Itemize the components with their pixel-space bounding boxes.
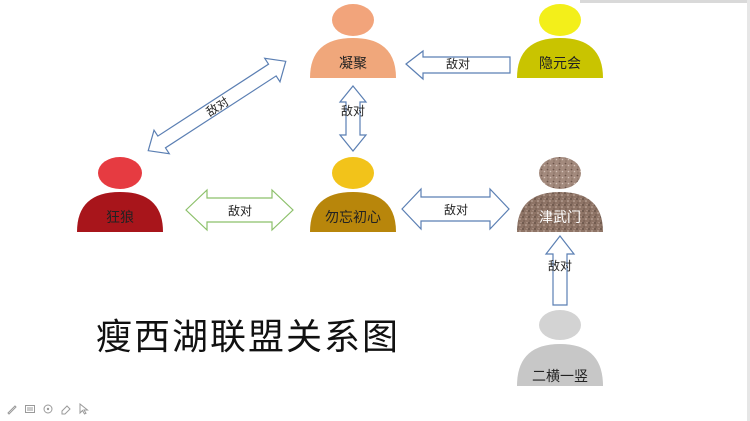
node-label: 二横一竖 [532,369,588,385]
node-kuanglang: 狂狼 [77,157,163,232]
edge-label: 敌对 [341,103,365,118]
person-head-icon [332,157,374,189]
person-body-icon [310,192,396,232]
edge-label: 敌对 [548,258,572,273]
right-edge-decoration [747,0,750,421]
slide-icon[interactable] [24,403,36,415]
presentation-toolbar [6,402,90,416]
node-yinyuan: 隐元会 [517,4,603,78]
edge-yinyuan-ningju: 敌对 [405,49,511,81]
arrow-horizontal-double-shape [401,187,510,231]
node-jinwu: 津武门 [517,157,603,232]
person-body-icon [77,192,163,232]
person-body-icon [517,192,603,232]
node-label: 狂狼 [106,210,134,226]
node-label: 凝聚 [339,56,367,72]
edge-erheng-jinwu: 敌对 [544,235,576,306]
edge-wuwang-jinwu: 敌对 [401,187,510,231]
person-head-icon [539,4,581,36]
arrow-diagonal-double-shape [147,57,287,155]
edge-label: 敌对 [446,56,470,71]
node-label: 津武门 [539,210,581,226]
eraser-icon[interactable] [60,403,72,415]
arrow-horizontal-double-shape [185,188,294,232]
person-head-icon [539,310,581,340]
node-erheng: 二横一竖 [517,310,603,386]
top-edge-decoration [580,0,750,3]
arrow-up-shape [544,235,576,306]
edge-kuanglang-wuwang: 敌对 [185,188,294,232]
node-ningju: 凝聚 [310,4,396,78]
arrow-left-shape [405,49,511,81]
edge-ningju-wuwang: 敌对 [338,85,368,152]
cursor-icon[interactable] [78,403,90,415]
node-label: 勿忘初心 [325,209,381,226]
person-body-icon [517,38,603,78]
person-head-icon [332,4,374,36]
edge-label: 敌对 [228,203,252,218]
edge-kuanglang-ningju: 敌对 [147,57,287,155]
node-wuwang: 勿忘初心 [310,157,396,232]
pen-icon[interactable] [6,403,18,415]
diagram-title: 瘦西湖联盟关系图 [96,317,401,358]
node-label: 隐元会 [539,56,581,72]
person-head-icon [98,157,142,189]
edge-label: 敌对 [444,202,468,217]
person-body-icon [310,38,396,78]
person-head-icon [539,157,581,189]
person-body-icon [517,344,603,386]
pointer-icon[interactable] [42,403,54,415]
arrow-vertical-double-shape [338,85,368,152]
